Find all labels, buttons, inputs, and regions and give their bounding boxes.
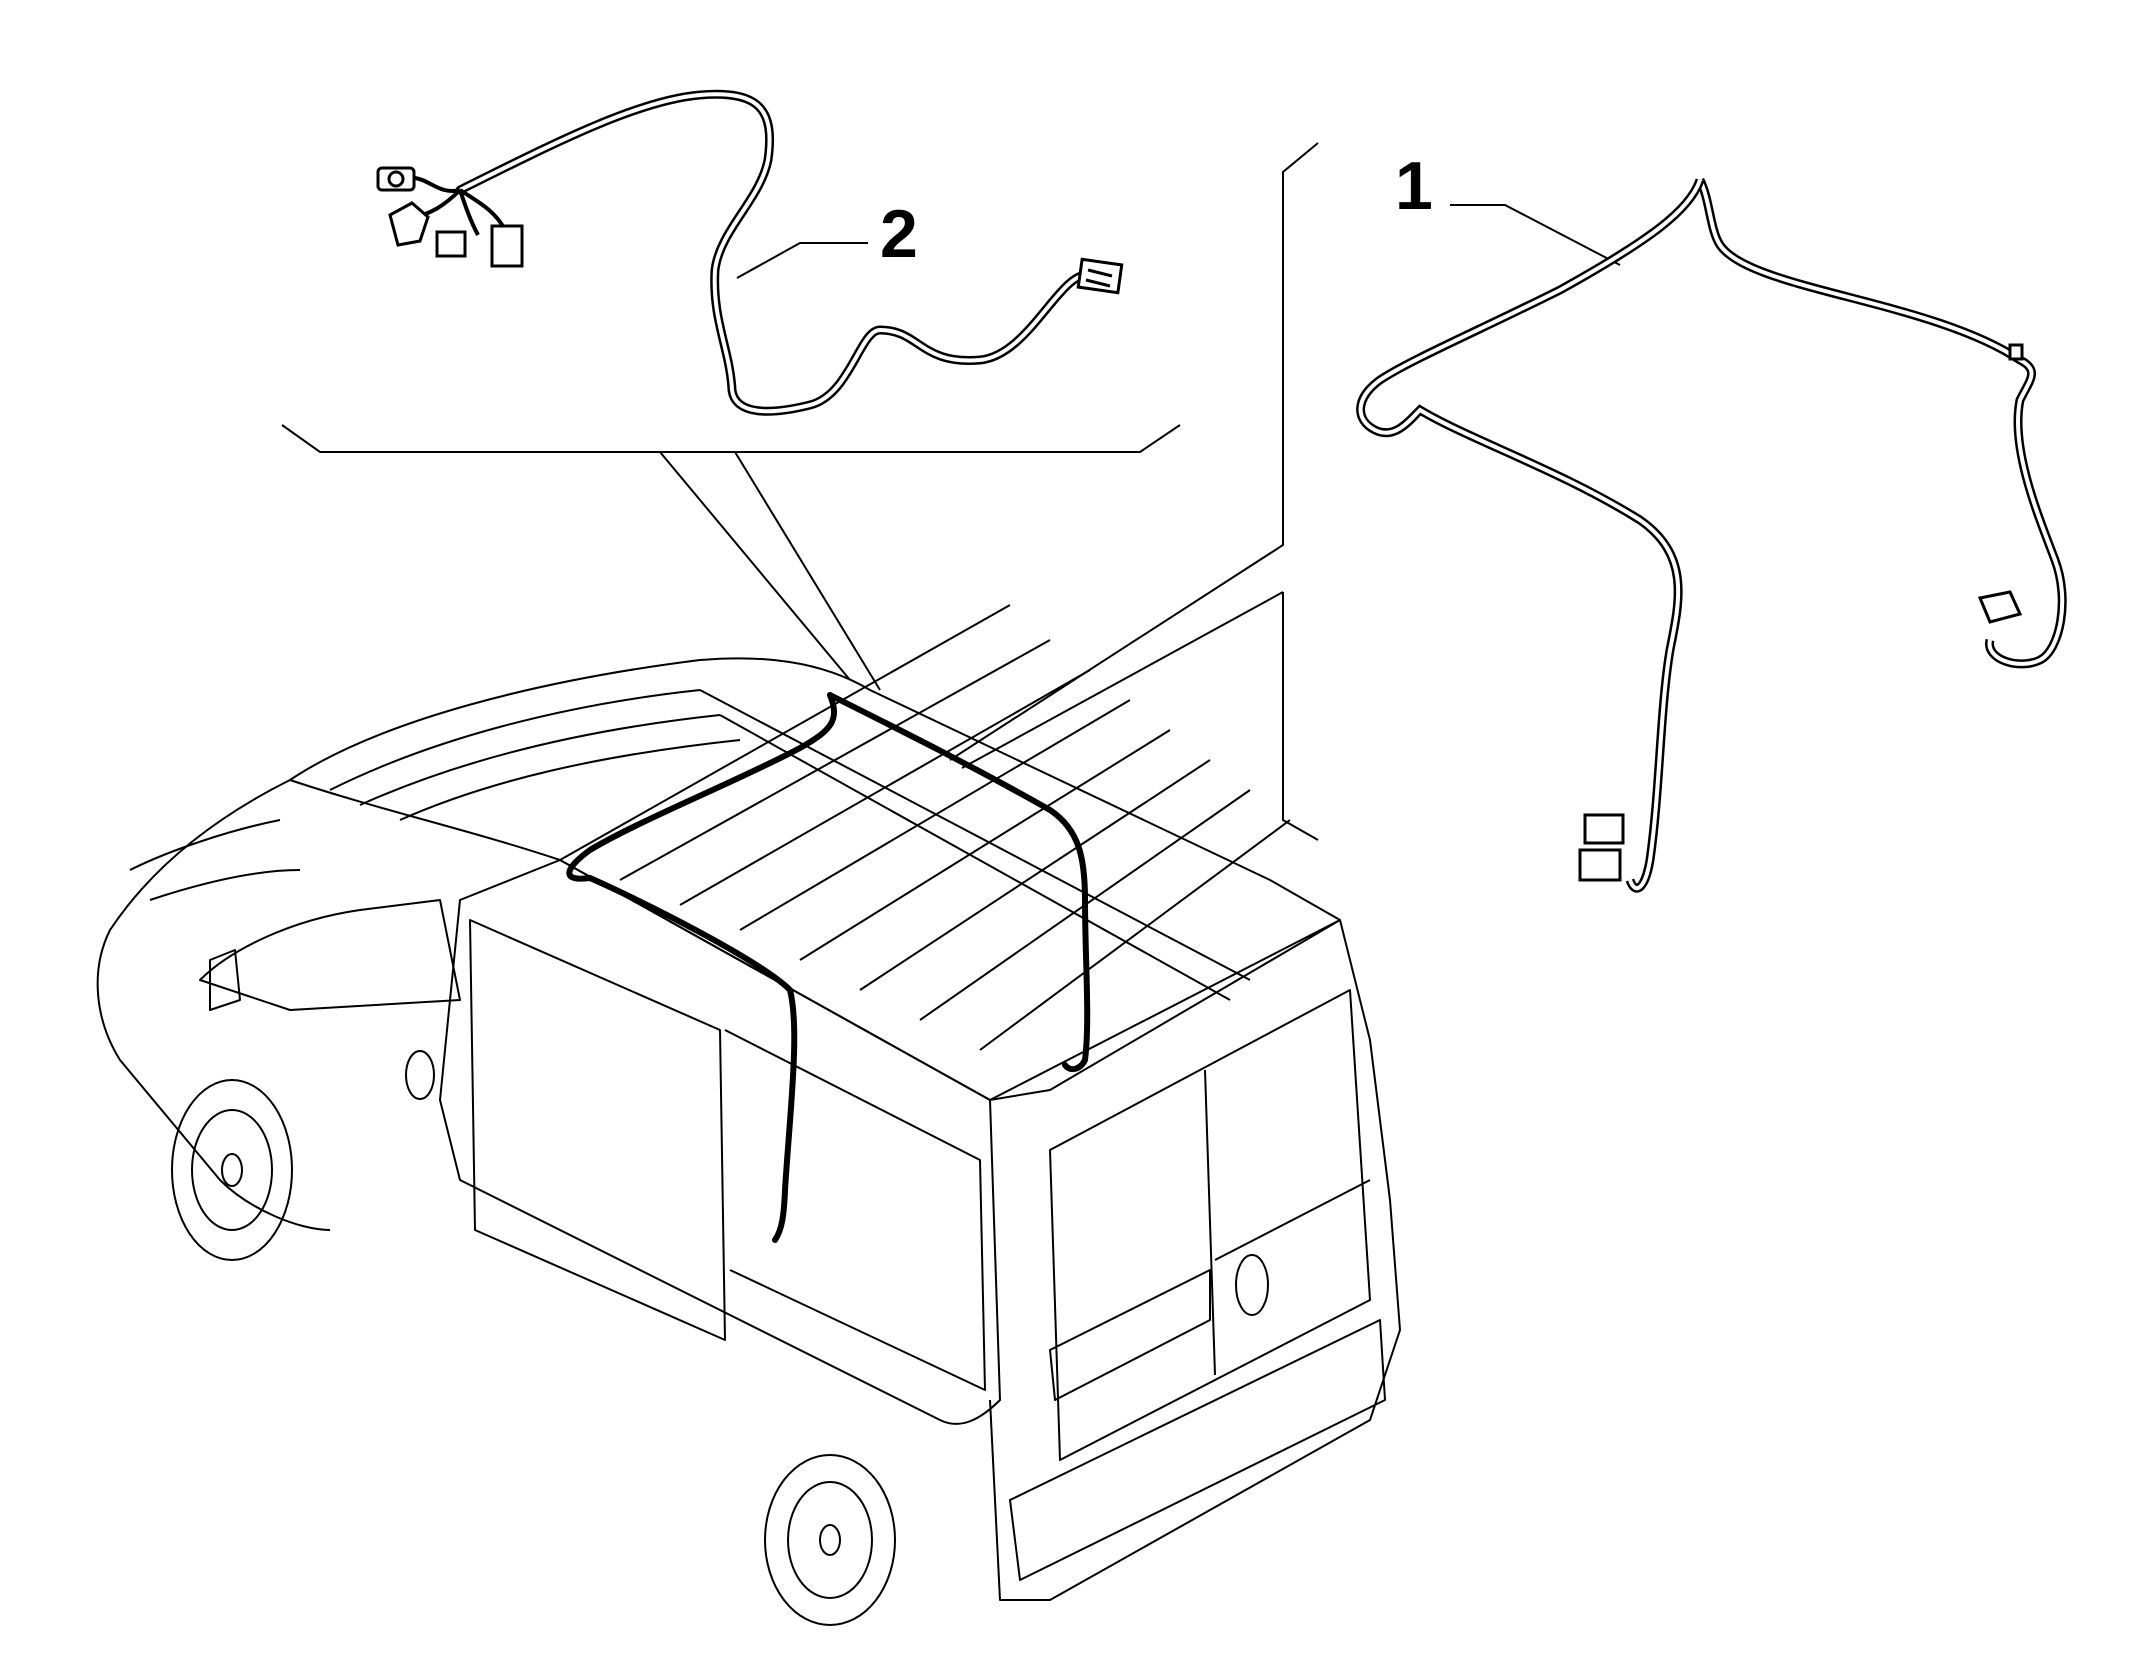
part-2-frame (281, 424, 1181, 453)
callout-2-leader (736, 242, 868, 279)
part-1-bracket (949, 142, 1319, 761)
leader-lines (281, 142, 1621, 841)
connector-icon (1578, 343, 2024, 882)
part-1-bracket-lower (1282, 592, 1319, 841)
wiring-harness-2-icon (376, 89, 1124, 416)
part-1-leader (961, 591, 1284, 769)
wheel-front (171, 1079, 293, 1261)
van-roof-harness (566, 692, 1091, 1243)
callout-2: 2 (880, 196, 918, 272)
part-2-leader-b (734, 451, 881, 691)
part-2-leader-a (659, 451, 851, 681)
connector-icon (376, 166, 1124, 295)
van-outline-icon (96, 604, 1401, 1626)
wheel-rear (764, 1454, 896, 1626)
wiring-harness-1-icon (1356, 177, 2067, 893)
callout-1: 1 (1395, 148, 1433, 224)
callout-1-leader (1450, 204, 1621, 266)
